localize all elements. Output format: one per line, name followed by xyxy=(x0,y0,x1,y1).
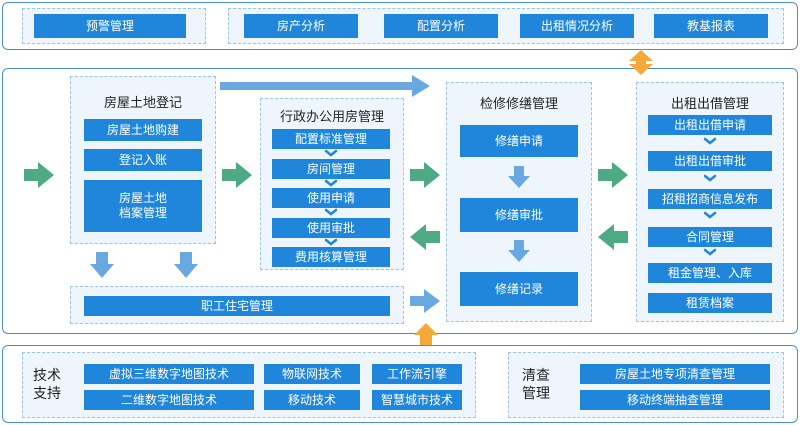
contract-management-button[interactable]: 合同管理 xyxy=(648,227,772,247)
configuration-analysis-button[interactable]: 配置分析 xyxy=(384,14,498,38)
repair-application-button[interactable]: 修缮申请 xyxy=(460,125,578,157)
property-archive-line: 房屋土地 xyxy=(118,191,167,205)
green-arrow-right-icon xyxy=(222,162,252,188)
staff-housing-button[interactable]: 职工住宅管理 xyxy=(84,296,390,316)
green-arrow-left-icon xyxy=(598,224,628,250)
chevron-down-icon xyxy=(703,137,717,145)
chevron-down-icon xyxy=(324,238,338,246)
rental-application-button[interactable]: 出租出借申请 xyxy=(648,115,772,135)
workflow-engine-button[interactable]: 工作流引擎 xyxy=(372,364,462,384)
blue-arrow-down-icon xyxy=(508,166,530,188)
audit-label-line: 清查 xyxy=(522,368,550,384)
property-archive-line: 档案管理 xyxy=(118,206,167,220)
cost-accounting-button[interactable]: 费用核算管理 xyxy=(272,247,390,267)
blue-arrow-right-icon xyxy=(410,289,440,313)
special-audit-button[interactable]: 房屋土地专项清查管理 xyxy=(580,364,770,384)
chevron-down-icon xyxy=(703,211,717,219)
property-archive-label: 房屋土地档案管理 xyxy=(119,191,167,221)
chevron-down-icon xyxy=(324,149,338,157)
education-report-button[interactable]: 教基报表 xyxy=(654,14,768,38)
3d-map-tech-button[interactable]: 虚拟三维数字地图技术 xyxy=(84,364,254,384)
repair-record-button[interactable]: 修缮记录 xyxy=(460,272,578,306)
usage-application-button[interactable]: 使用申请 xyxy=(272,188,390,208)
mobile-spot-check-button[interactable]: 移动终端抽查管理 xyxy=(580,390,770,410)
property-land-purchase-button[interactable]: 房屋土地购建 xyxy=(84,119,202,141)
chevron-down-icon xyxy=(324,208,338,216)
smart-city-tech-button[interactable]: 智慧城市技术 xyxy=(372,390,462,410)
register-account-button[interactable]: 登记入账 xyxy=(84,149,202,171)
repair-approval-button[interactable]: 修缮审批 xyxy=(460,198,578,232)
room-management-button[interactable]: 房间管理 xyxy=(272,159,390,179)
mobile-tech-button[interactable]: 移动技术 xyxy=(264,390,360,410)
blue-arrow-down-icon xyxy=(508,240,530,262)
orange-double-arrow-icon xyxy=(629,50,653,75)
property-analysis-button[interactable]: 房产分析 xyxy=(244,14,358,38)
blue-arrow-right-icon xyxy=(220,75,430,97)
tech-support-label-line: 技术 xyxy=(33,368,61,384)
rental-approval-button[interactable]: 出租出借审批 xyxy=(648,151,772,171)
rental-status-analysis-button[interactable]: 出租情况分析 xyxy=(520,14,634,38)
2d-map-tech-button[interactable]: 二维数字地图技术 xyxy=(84,390,254,410)
green-arrow-right-icon xyxy=(410,162,440,188)
tech-support-label-line: 支持 xyxy=(33,386,61,403)
chevron-down-icon xyxy=(703,174,717,182)
chevron-down-icon xyxy=(703,248,717,256)
rent-management-button[interactable]: 租金管理、入库 xyxy=(648,263,772,283)
admin-housing-title: 行政办公用房管理 xyxy=(279,110,384,125)
blue-arrow-down-icon xyxy=(174,252,198,278)
green-arrow-left-icon xyxy=(410,224,440,250)
registration-title: 房屋土地登记 xyxy=(103,96,182,111)
usage-approval-button[interactable]: 使用审批 xyxy=(272,218,390,238)
iot-tech-button[interactable]: 物联网技术 xyxy=(264,364,360,384)
chevron-down-icon xyxy=(324,179,338,187)
tender-info-button[interactable]: 招租招商信息发布 xyxy=(648,189,772,209)
warning-management-button[interactable]: 预警管理 xyxy=(34,14,186,38)
audit-label-line: 管理 xyxy=(522,386,550,403)
property-archive-button[interactable]: 房屋土地档案管理 xyxy=(84,180,202,232)
config-standard-button[interactable]: 配置标准管理 xyxy=(272,129,390,149)
lease-archive-button[interactable]: 租赁档案 xyxy=(648,293,772,313)
rental-title: 出租出借管理 xyxy=(670,97,749,112)
repair-title: 检修修缮管理 xyxy=(479,97,558,112)
orange-arrow-up-icon xyxy=(414,323,438,350)
tech-support-label: 技术 支持 xyxy=(26,367,68,403)
green-arrow-right-icon xyxy=(24,162,54,188)
blue-arrow-down-icon xyxy=(90,252,114,278)
audit-label: 清查 管理 xyxy=(514,367,558,403)
green-arrow-right-icon xyxy=(598,162,628,188)
